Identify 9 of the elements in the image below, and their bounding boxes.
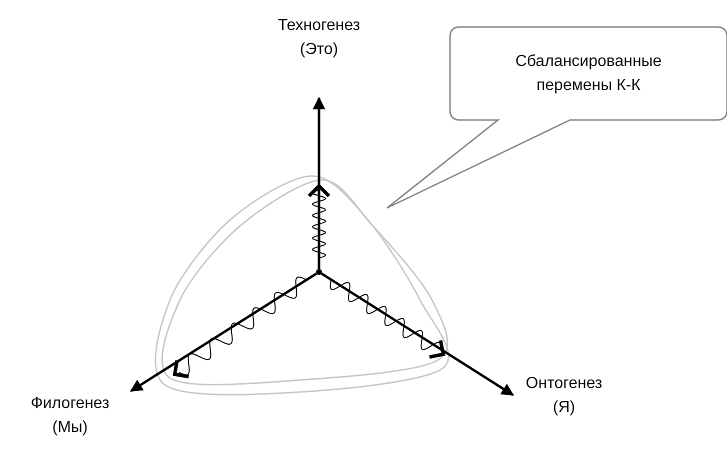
callout-text: Сбалансированные перемены К-К [514,52,663,96]
axis-label: Техногенез (Это) [276,16,362,60]
axis-arrow [320,272,514,396]
axis-arrow [312,96,326,269]
axis-arrow [130,272,318,392]
axis-label: Онтогенез (Я) [524,374,604,418]
center-point [316,269,322,275]
speech-callout [386,26,727,209]
axis-label: Филогенез (Мы) [30,394,110,438]
